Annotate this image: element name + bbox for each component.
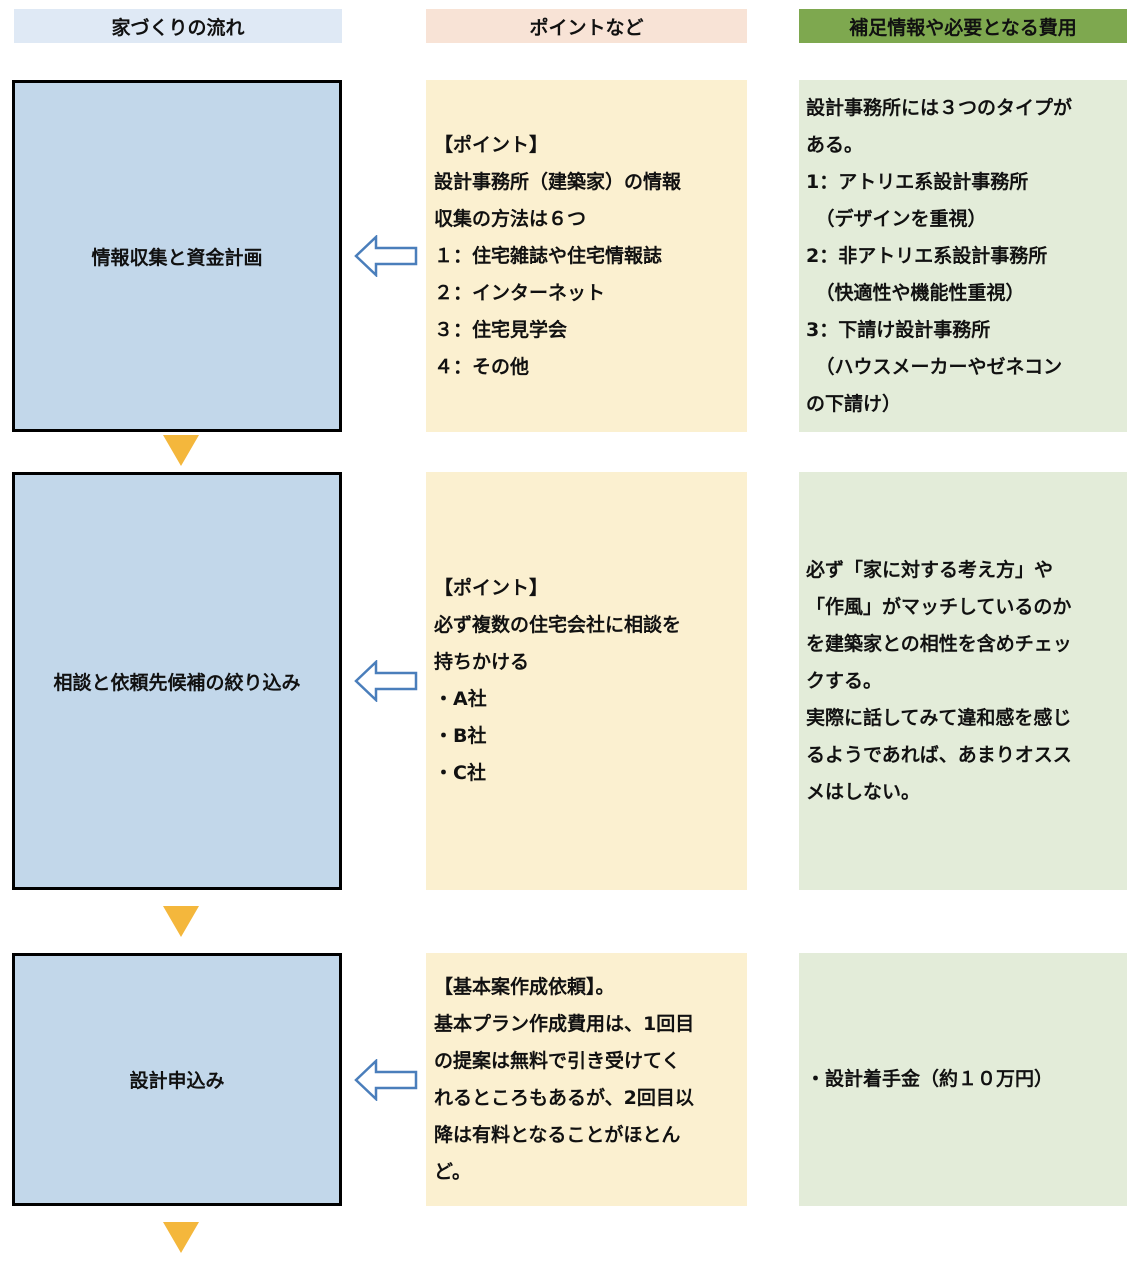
- points-line: ・A社: [434, 688, 487, 710]
- info-line: （快適性や機能性重視）: [806, 281, 1025, 304]
- points-line: 基本プラン作成費用は、1回目: [434, 1012, 695, 1035]
- flow-step: 設計申込み: [12, 953, 342, 1206]
- points-line: の提案は無料で引き受けてく: [434, 1049, 681, 1072]
- info-line: 1：アトリエ系設計事務所: [806, 170, 1029, 193]
- points-line: 【ポイント】: [434, 133, 549, 156]
- header-points: ポイントなど: [426, 9, 747, 43]
- info-line: の下請け）: [806, 392, 902, 415]
- header-info: 補足情報や必要となる費用: [799, 9, 1127, 43]
- header-flow: 家づくりの流れ: [14, 9, 342, 43]
- info-line: 必ず「家に対する考え方」や: [806, 558, 1054, 581]
- points-box: 【ポイント】必ず複数の住宅会社に相談を持ちかける・A社・B社・C社: [426, 472, 747, 890]
- flow-step-label: 相談と依頼先候補の絞り込み: [53, 671, 301, 694]
- info-line: ある。: [806, 133, 864, 156]
- points-line: ・B社: [434, 725, 487, 747]
- points-line: 【ポイント】: [434, 577, 549, 599]
- points-line: １：住宅雑誌や住宅情報誌: [434, 244, 663, 267]
- info-box: 必ず「家に対する考え方」や「作風」がマッチしているのかを建築家との相性を含めチェ…: [799, 472, 1127, 890]
- info-line: 2：非アトリエ系設計事務所: [806, 244, 1048, 267]
- points-line: れるところもあるが、2回目以: [434, 1086, 694, 1109]
- info-line: （ハウスメーカーやゼネコン: [806, 355, 1063, 378]
- info-line: 「作風」がマッチしているのか: [806, 595, 1072, 618]
- points-line: ３：住宅見学会: [434, 318, 568, 341]
- left-arrow-icon: [354, 660, 418, 702]
- info-line: 3：下請け設計事務所: [806, 318, 991, 341]
- points-line: ２：インターネット: [434, 281, 606, 304]
- info-line: を建築家との相性を含めチェッ: [806, 632, 1072, 655]
- flow-step: 情報収集と資金計画: [12, 80, 342, 432]
- info-line: るようであれば、あまりオスス: [806, 743, 1072, 766]
- down-triangle-icon: [163, 1222, 199, 1253]
- left-arrow-icon: [354, 235, 418, 277]
- flow-step-label: 設計申込み: [129, 1070, 225, 1092]
- flow-step-label: 情報収集と資金計画: [91, 246, 263, 269]
- points-box: 【ポイント】設計事務所（建築家）の情報収集の方法は６つ １：住宅雑誌や住宅情報誌 ２…: [426, 80, 747, 432]
- info-box: 設計事務所には３つのタイプがある。 1：アトリエ系設計事務所 （デザインを重視） 2…: [799, 80, 1127, 432]
- points-line: ４：その他: [434, 355, 530, 378]
- points-line: 降は有料となることがほとん: [434, 1123, 681, 1146]
- info-line: クする。: [806, 669, 883, 692]
- points-line: ど。: [434, 1160, 472, 1183]
- down-triangle-icon: [163, 906, 199, 937]
- points-line: ・C社: [434, 762, 486, 784]
- info-line: （デザインを重視）: [806, 207, 987, 230]
- points-box: 【基本案作成依頼】。基本プラン作成費用は、1回目の提案は無料で引き受けてくれると…: [426, 953, 747, 1206]
- info-line: 実際に話してみて違和感を感じ: [806, 706, 1072, 729]
- info-box: ・設計着手金（約１０万円）: [799, 953, 1127, 1206]
- down-triangle-icon: [163, 435, 199, 466]
- points-line: 収集の方法は６つ: [434, 207, 587, 230]
- info-line: 設計事務所には３つのタイプが: [806, 96, 1073, 119]
- points-line: 必ず複数の住宅会社に相談を: [434, 614, 682, 636]
- flow-step: 相談と依頼先候補の絞り込み: [12, 472, 342, 890]
- left-arrow-icon: [354, 1058, 418, 1101]
- info-line: ・設計着手金（約１０万円）: [806, 1068, 1054, 1090]
- points-line: 持ちかける: [434, 651, 530, 673]
- info-line: メはしない。: [806, 780, 921, 803]
- points-line: 設計事務所（建築家）の情報: [434, 170, 682, 193]
- points-line: 【基本案作成依頼】。: [434, 975, 615, 998]
